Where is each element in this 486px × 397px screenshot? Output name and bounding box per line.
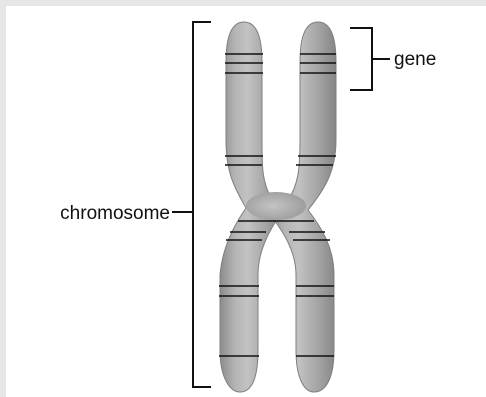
- gene-bracket: [350, 28, 372, 90]
- chromosome-label: chromosome: [60, 203, 170, 224]
- chromosome-body: [220, 22, 336, 392]
- centromere: [246, 192, 306, 220]
- chromosome-bracket: [193, 22, 211, 387]
- gene-label: gene: [394, 49, 436, 70]
